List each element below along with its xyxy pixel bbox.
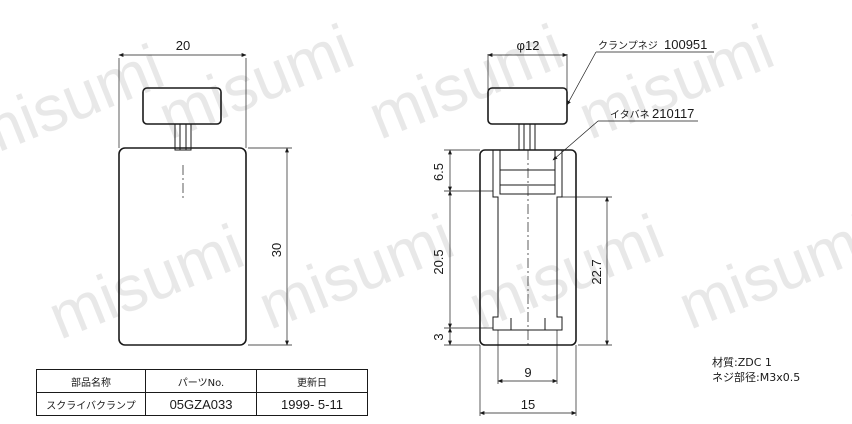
- header-part-name: 部品名称: [36, 369, 146, 393]
- inner-profile: [492, 150, 563, 331]
- callout-leaf-spring-number: 210117: [652, 106, 694, 121]
- leader-leaf-spring: [552, 120, 599, 161]
- callout-clamp-screw-label: クランプネジ: [598, 40, 658, 52]
- watermark-text: misumi: [0, 30, 173, 173]
- dim-diameter-12: φ12: [517, 38, 540, 53]
- watermark-text: misumi: [668, 200, 852, 343]
- dim-22-7: 22.7: [589, 259, 604, 284]
- dim-3: 3: [431, 333, 446, 340]
- front-view: 20 30: [118, 38, 292, 346]
- part-name: スクライバクランプ: [36, 392, 146, 416]
- watermark-text: misumi: [458, 200, 673, 343]
- title-block-value-row: スクライバクランプ 05GZA033 1999- 5-11: [36, 392, 368, 416]
- dim-height-30: 30: [269, 243, 284, 257]
- dim-9: 9: [524, 365, 531, 380]
- header-part-number: パーツNo.: [145, 369, 257, 393]
- clamp-body: [118, 147, 247, 346]
- title-block: 部品名称 パーツNo. 更新日 スクライバクランプ 05GZA033 1999-…: [36, 369, 368, 416]
- watermark-text: misumi: [568, 10, 783, 153]
- dim-20-5: 20.5: [431, 249, 446, 274]
- side-view: φ12 6.5 20.5 3 22.7: [431, 37, 714, 416]
- material-note: 材質:ZDC 1 ネジ部径:M3x0.5: [712, 355, 800, 384]
- watermark-text: misumi: [148, 10, 363, 153]
- watermark: misumi misumi misumi misumi misumi misum…: [0, 10, 852, 353]
- dim-6-5: 6.5: [431, 163, 446, 181]
- dim-width-20: 20: [176, 38, 190, 53]
- leaf-spring: [499, 149, 556, 195]
- leader-clamp-screw: [566, 51, 597, 106]
- shaft: [174, 123, 192, 151]
- callout-clamp-screw-number: 100951: [664, 37, 707, 52]
- watermark-text: misumi: [358, 10, 573, 153]
- watermark-text: misumi: [38, 210, 253, 353]
- shaft: [518, 123, 536, 151]
- callout-leaf-spring-label: イタバネ: [610, 109, 650, 121]
- header-update-date: 更新日: [256, 369, 368, 393]
- part-number: 05GZA033: [145, 392, 257, 416]
- thread-size-line: ネジ部径:M3x0.5: [712, 370, 800, 384]
- material-line: 材質:ZDC 1: [712, 355, 772, 369]
- dim-15: 15: [521, 397, 535, 412]
- update-date: 1999- 5-11: [256, 392, 368, 416]
- title-block-header-row: 部品名称 パーツNo. 更新日: [36, 369, 368, 393]
